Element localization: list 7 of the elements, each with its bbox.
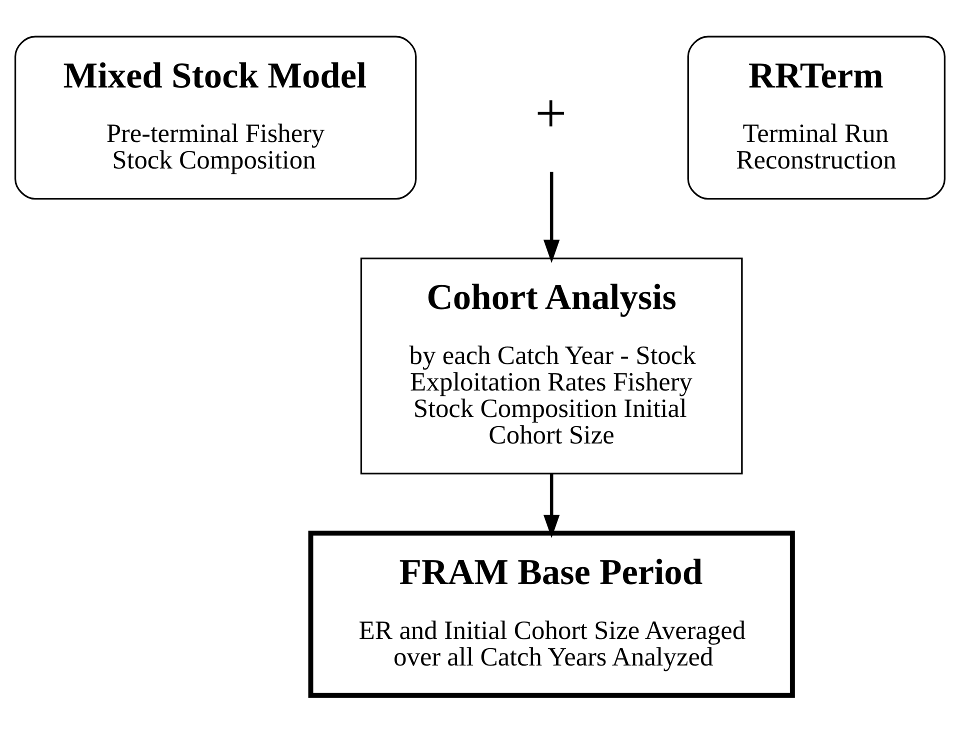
node-text: + xyxy=(535,83,567,146)
arrow xyxy=(543,172,560,263)
arrow xyxy=(543,474,560,538)
node-box: RRTerm Terminal Run Reconstruction xyxy=(687,36,946,200)
node-box: Cohort Analysis by each Catch Year - Stock Exploitation Rates Fishery Stock Composition Initial Cohort Size xyxy=(360,258,743,474)
node-box: FRAM Base Period ER and Initial Cohort Size Averaged over all Catch Years Analyzed xyxy=(308,530,795,698)
node-box: Mixed Stock Model Pre-terminal Fishery Stock Composition xyxy=(14,36,417,200)
